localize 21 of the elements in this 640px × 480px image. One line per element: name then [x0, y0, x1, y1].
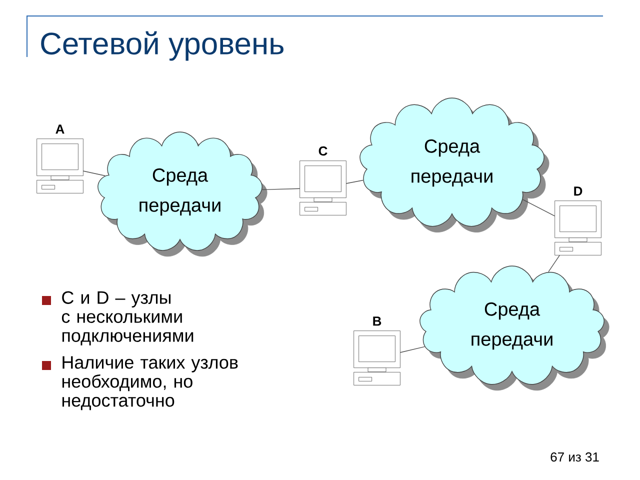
computer: C [300, 146, 346, 216]
computer: D [554, 186, 602, 256]
cloud: Среда передачи [360, 98, 550, 232]
connector-line [400, 346, 426, 353]
node-label: D [574, 186, 582, 196]
diagram-title: Сетевой уровень [41, 31, 284, 61]
page-number: 67 из 31 [550, 452, 599, 462]
computer: B [354, 316, 400, 386]
connector-line [346, 180, 364, 184]
node-label: B [373, 316, 382, 326]
bullet-item: Наличие таких узлов необходимо, но недостаточно [42, 356, 238, 410]
connector-line [522, 199, 556, 216]
bullet-item: C и D – узлы с несколькими подключениями [42, 291, 194, 346]
cloud: Среда передачи [420, 266, 610, 391]
computer: A [36, 124, 84, 194]
connector-line [262, 188, 300, 190]
cloud: Среда передачи [98, 132, 268, 257]
connector-line [548, 254, 560, 272]
connector-line [82, 170, 106, 176]
node-label: C [318, 146, 328, 156]
node-label: A [56, 124, 64, 134]
